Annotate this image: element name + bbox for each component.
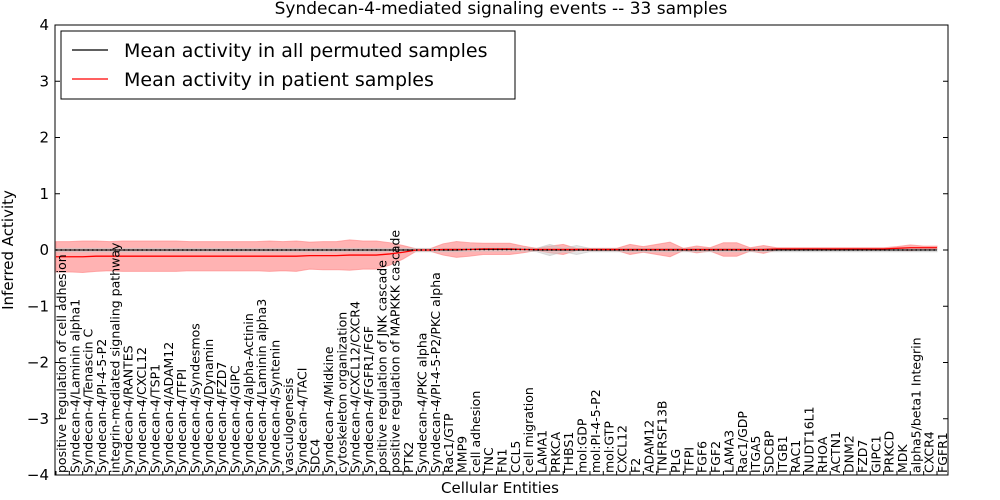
- x-tick-label: TFPI: [681, 447, 696, 474]
- x-tick-label: cell adhesion: [468, 391, 483, 473]
- line-patient-mean: [56, 247, 937, 258]
- x-tick-label: Rac1/GTP: [441, 413, 456, 473]
- x-tick-label: Syndecan-4/PI-4-5-P2: [94, 339, 109, 473]
- x-tick-label: ADAM12: [641, 420, 656, 473]
- x-tick-label: Syndecan-4/FZD7: [214, 362, 229, 473]
- x-tick-label: SDCBP: [761, 430, 776, 473]
- x-tick-label: mol:GDP: [575, 418, 590, 473]
- x-tick-label: Syndecan-4/CXCL12/CXCR4: [348, 301, 363, 473]
- x-tick-label: MDK: [895, 444, 910, 473]
- x-tick-label: positive regulation of cell adhesion: [54, 254, 69, 473]
- chart-title: Syndecan-4-mediated signaling events -- …: [275, 0, 728, 19]
- x-tick-label: FN1: [495, 449, 510, 474]
- x-tick-label: ACTN1: [828, 431, 843, 473]
- x-tick-label: Syndecan-4/Syndesmos: [187, 323, 202, 473]
- x-tick-label: Syndecan-4/PKC alpha: [414, 333, 429, 473]
- x-tick-label: Syndecan-4/Tenascin C: [81, 328, 96, 473]
- line-permuted-dotted: [56, 248, 937, 251]
- y-tick-label: −2: [27, 354, 49, 372]
- legend-box: [60, 30, 516, 100]
- x-tick-label: TNC: [481, 447, 496, 474]
- x-tick-label: FGF6: [695, 441, 710, 473]
- x-tick-label: CXCL12: [615, 425, 630, 473]
- x-tick-label: cell migration: [521, 387, 536, 473]
- x-tick-label: Syndecan-4/TFPI: [174, 369, 189, 473]
- x-tick-label: Rac1/GDP: [735, 411, 750, 473]
- x-tick-label: PTK2: [401, 442, 416, 473]
- x-tick-label: Syndecan-4/RANTES: [121, 345, 136, 473]
- y-tick-label: 4: [39, 16, 49, 34]
- x-tick-label: alpha5/beta1 Integrin: [908, 337, 923, 473]
- x-tick-label: PRKCA: [548, 432, 563, 473]
- legend-label-permuted: Mean activity in all permuted samples: [124, 40, 487, 62]
- x-tick-label: RHOA: [815, 436, 830, 473]
- x-tick-label: Syndecan-4/TSP1: [147, 364, 162, 473]
- y-tick-label: 1: [39, 185, 49, 203]
- x-tick-label: Syndecan-4/Dynamin: [201, 339, 216, 473]
- x-tick-label: Syndecan-4/GIPC: [228, 365, 243, 473]
- x-axis-label: Cellular Entities: [441, 479, 559, 497]
- x-tick-label: DNM2: [842, 435, 857, 473]
- x-tick-label: cytoskeleton organization: [334, 312, 349, 473]
- y-tick-label: −4: [27, 466, 49, 484]
- x-tick-label: Syndecan-4/Laminin alpha3: [254, 299, 269, 473]
- y-tick-label: −1: [27, 297, 49, 315]
- x-tick-label: Syndecan-4/Syntenin: [268, 340, 283, 473]
- x-tick-label: ITGB1: [775, 435, 790, 473]
- x-tick-label: NUDT16L1: [802, 406, 817, 473]
- x-tick-label: PLG: [668, 449, 683, 473]
- x-tick-label: PRKCD: [882, 431, 897, 473]
- x-tick-label: Syndecan-4/CXCL12: [134, 347, 149, 473]
- x-tick-label: ITGA5: [748, 435, 763, 473]
- x-tick-label: F2: [628, 458, 643, 473]
- plot-frame: [54, 24, 949, 476]
- x-tick-label: vasculogenesis: [281, 378, 296, 473]
- y-tick-label: 3: [39, 72, 49, 90]
- x-tick-label: Syndecan-4/FGFR1/FGF: [361, 326, 376, 473]
- y-tick-label: 0: [39, 241, 49, 259]
- x-tick-label: SDC4: [308, 439, 323, 473]
- x-tick-label: mol:GTP: [601, 421, 616, 473]
- x-tick-label: FGF2: [708, 441, 723, 473]
- x-tick-label: Syndecan-4/alpha-Actinin: [241, 313, 256, 473]
- x-tick-label: Syndecan-4/ADAM12: [161, 342, 176, 473]
- x-tick-label: positive regulation of MAPKKK cascade: [388, 230, 403, 473]
- x-tick-label: CCL5: [508, 441, 523, 473]
- x-tick-label: Syndecan-4/PI-4-5-P2/PKC alpha: [428, 272, 443, 473]
- x-tick-label: Syndecan-4/Laminin alpha1: [67, 299, 82, 473]
- x-tick-label: LAMA3: [721, 430, 736, 473]
- y-axis-label: Inferred Activity: [0, 190, 17, 310]
- x-tick-label: MMP9: [454, 436, 469, 473]
- x-tick-label: mol:PI-4-5-P2: [588, 389, 603, 473]
- x-tick-label: RAC1: [788, 440, 803, 473]
- legend-label-patient: Mean activity in patient samples: [124, 69, 434, 91]
- std-band-permuted: [55, 243, 938, 257]
- x-tick-label: TNFRSF13B: [655, 401, 670, 474]
- legend: Mean activity in all permuted samples Me…: [60, 30, 516, 100]
- y-tick-label: −3: [27, 410, 49, 428]
- x-tick-label: GIPC1: [868, 435, 883, 473]
- x-tick-label: FGFR1: [935, 432, 950, 473]
- x-tick-label: THBS1: [561, 432, 576, 474]
- x-tick-label: integrin-mediated signaling pathway: [107, 242, 122, 473]
- x-tick-label: positive regulation of JNK cascade: [374, 260, 389, 473]
- y-tick-label: 2: [39, 129, 49, 147]
- x-tick-label: FZD7: [855, 440, 870, 473]
- x-tick-label: LAMA1: [535, 430, 550, 473]
- x-tick-label: CXCR4: [922, 431, 937, 473]
- x-tick-label: Syndecan-4/TACI: [294, 368, 309, 473]
- x-tick-label: Syndecan-4/Midkine: [321, 346, 336, 473]
